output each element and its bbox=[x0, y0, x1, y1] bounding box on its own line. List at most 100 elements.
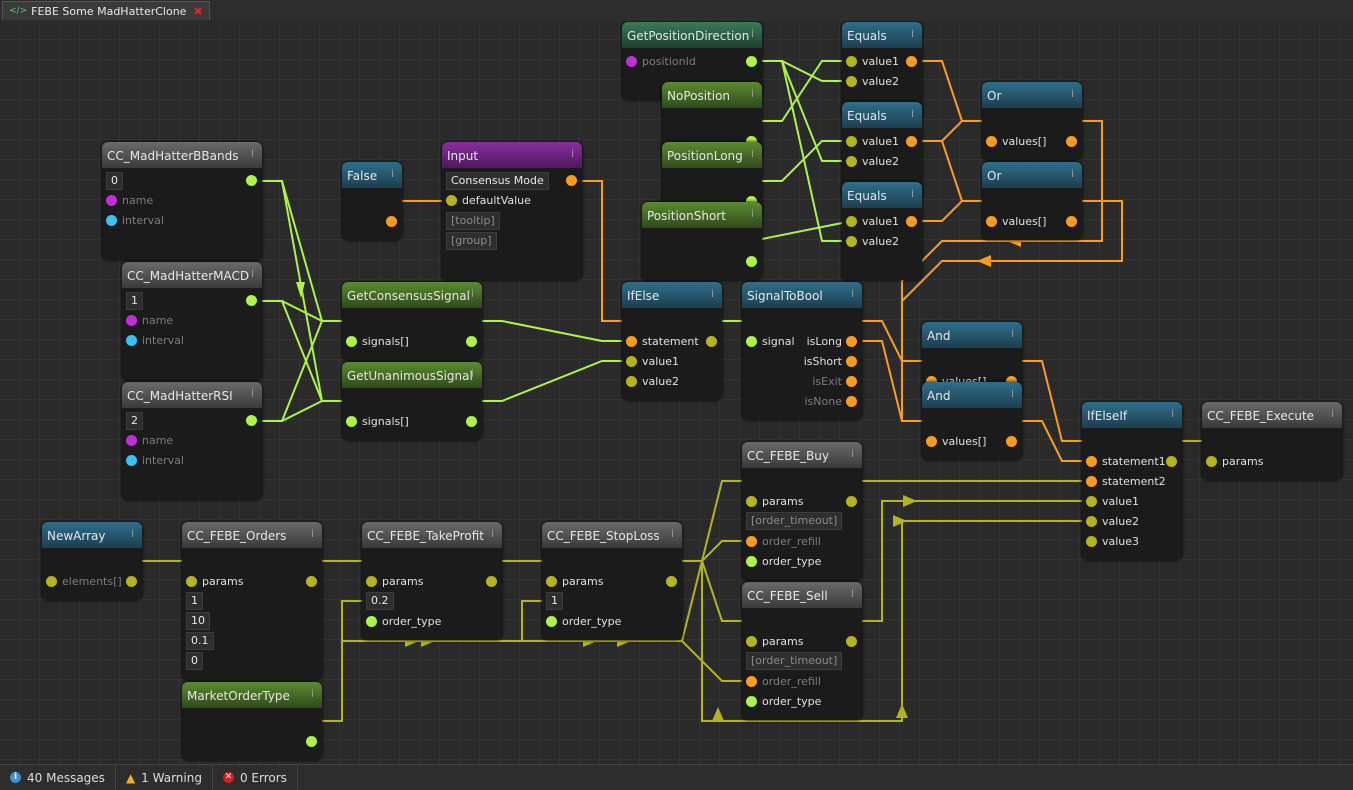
input-port[interactable] bbox=[846, 216, 857, 227]
node-equals[interactable]: Equals i value1 value2 bbox=[842, 182, 922, 280]
info-icon[interactable]: i bbox=[390, 167, 394, 180]
input-port[interactable] bbox=[626, 336, 637, 347]
value-field[interactable]: 0 bbox=[106, 172, 123, 190]
node-get-consensus-signal[interactable]: GetConsensusSignal i signals[] bbox=[342, 282, 482, 360]
info-icon[interactable]: i bbox=[1330, 407, 1334, 420]
input-port[interactable] bbox=[106, 195, 117, 206]
order-timeout-field[interactable]: [order_timeout] bbox=[746, 652, 843, 670]
output-port[interactable] bbox=[1066, 216, 1077, 227]
input-port[interactable] bbox=[366, 616, 377, 627]
info-icon[interactable]: i bbox=[570, 147, 574, 160]
warnings-button[interactable]: ▲ 1 Warning bbox=[116, 765, 213, 790]
info-icon[interactable]: i bbox=[750, 207, 754, 220]
group-field[interactable]: [group] bbox=[446, 232, 497, 250]
output-port[interactable] bbox=[466, 416, 477, 427]
info-icon[interactable]: i bbox=[850, 287, 854, 300]
input-port[interactable] bbox=[746, 336, 757, 347]
input-port[interactable] bbox=[446, 195, 457, 206]
input-port[interactable] bbox=[926, 376, 937, 387]
input-port[interactable] bbox=[126, 435, 137, 446]
info-icon[interactable]: i bbox=[130, 527, 134, 540]
info-icon[interactable]: i bbox=[1010, 387, 1014, 400]
node-madhatter-bbands[interactable]: CC_MadHatterBBands i 0 name interval bbox=[102, 142, 262, 260]
output-port[interactable] bbox=[746, 136, 757, 147]
input-port[interactable] bbox=[346, 416, 357, 427]
output-port[interactable] bbox=[466, 336, 477, 347]
input-port[interactable] bbox=[1086, 496, 1097, 507]
close-icon[interactable]: ✖ bbox=[193, 4, 203, 18]
node-febe-sell[interactable]: CC_FEBE_Sell i params [order_timeout] or… bbox=[742, 582, 862, 720]
output-port[interactable] bbox=[486, 576, 497, 587]
value-field[interactable]: 1 bbox=[126, 292, 143, 310]
value-field[interactable]: 10 bbox=[186, 612, 210, 630]
info-icon[interactable]: i bbox=[250, 267, 254, 280]
output-port[interactable] bbox=[386, 216, 397, 227]
output-port[interactable] bbox=[906, 56, 917, 67]
input-port[interactable] bbox=[126, 455, 137, 466]
input-port[interactable] bbox=[746, 496, 757, 507]
output-port[interactable] bbox=[246, 295, 257, 306]
info-icon[interactable]: i bbox=[470, 367, 474, 380]
node-market-order-type[interactable]: MarketOrderType i bbox=[182, 682, 322, 760]
info-icon[interactable]: i bbox=[310, 527, 314, 540]
output-port[interactable] bbox=[1006, 376, 1017, 387]
input-port[interactable] bbox=[546, 616, 557, 627]
info-icon[interactable]: i bbox=[850, 447, 854, 460]
consensus-mode-field[interactable]: Consensus Mode bbox=[446, 172, 549, 190]
info-icon[interactable]: i bbox=[910, 187, 914, 200]
input-port[interactable] bbox=[46, 576, 57, 587]
output-port[interactable] bbox=[846, 356, 857, 367]
output-port[interactable] bbox=[306, 576, 317, 587]
input-port[interactable] bbox=[1206, 456, 1217, 467]
node-febe-execute[interactable]: CC_FEBE_Execute i params bbox=[1202, 402, 1342, 480]
input-port[interactable] bbox=[926, 436, 937, 447]
value-field[interactable]: 1 bbox=[186, 592, 203, 610]
info-icon[interactable]: i bbox=[310, 687, 314, 700]
output-port[interactable] bbox=[846, 336, 857, 347]
info-icon[interactable]: i bbox=[250, 387, 254, 400]
input-port[interactable] bbox=[126, 335, 137, 346]
input-port[interactable] bbox=[126, 315, 137, 326]
output-port[interactable] bbox=[846, 496, 857, 507]
input-port[interactable] bbox=[366, 576, 377, 587]
tooltip-field[interactable]: [tooltip] bbox=[446, 212, 500, 230]
node-false[interactable]: False i bbox=[342, 162, 402, 240]
output-port[interactable] bbox=[566, 175, 577, 186]
input-port[interactable] bbox=[626, 376, 637, 387]
info-icon[interactable]: i bbox=[750, 147, 754, 160]
info-icon[interactable]: i bbox=[1070, 167, 1074, 180]
output-port[interactable] bbox=[246, 415, 257, 426]
input-port[interactable] bbox=[346, 336, 357, 347]
input-port[interactable] bbox=[846, 136, 857, 147]
output-port[interactable] bbox=[746, 56, 757, 67]
input-port[interactable] bbox=[746, 636, 757, 647]
value-field[interactable]: 0.2 bbox=[366, 592, 394, 610]
info-icon[interactable]: i bbox=[750, 27, 754, 40]
info-icon[interactable]: i bbox=[910, 27, 914, 40]
input-port[interactable] bbox=[1086, 536, 1097, 547]
input-port[interactable] bbox=[846, 236, 857, 247]
input-port[interactable] bbox=[626, 356, 637, 367]
info-icon[interactable]: i bbox=[1170, 407, 1174, 420]
node-febe-stop-loss[interactable]: CC_FEBE_StopLoss i params 1 order_type bbox=[542, 522, 682, 640]
node-febe-orders[interactable]: CC_FEBE_Orders i params 1 10 0.1 0 bbox=[182, 522, 322, 680]
node-or[interactable]: Or i values[] bbox=[982, 162, 1082, 240]
info-icon[interactable]: i bbox=[250, 147, 254, 160]
tab-graph[interactable]: </> FEBE Some MadHatterClone ✖ bbox=[2, 1, 210, 20]
info-icon[interactable]: i bbox=[910, 107, 914, 120]
node-graph-canvas[interactable]: CC_MadHatterBBands i 0 name interval CC_… bbox=[0, 21, 1353, 764]
info-icon[interactable]: i bbox=[1010, 327, 1014, 340]
input-port[interactable] bbox=[626, 56, 637, 67]
value-field[interactable]: 2 bbox=[126, 412, 143, 430]
node-febe-buy[interactable]: CC_FEBE_Buy i params [order_timeout] ord… bbox=[742, 442, 862, 580]
output-port[interactable] bbox=[246, 175, 257, 186]
value-field[interactable]: 0 bbox=[186, 652, 203, 670]
value-field[interactable]: 0.1 bbox=[186, 632, 214, 650]
output-port[interactable] bbox=[846, 396, 857, 407]
output-port[interactable] bbox=[1066, 136, 1077, 147]
input-port[interactable] bbox=[746, 536, 757, 547]
output-port[interactable] bbox=[1166, 456, 1177, 467]
input-port[interactable] bbox=[986, 216, 997, 227]
input-port[interactable] bbox=[846, 156, 857, 167]
input-port[interactable] bbox=[746, 696, 757, 707]
